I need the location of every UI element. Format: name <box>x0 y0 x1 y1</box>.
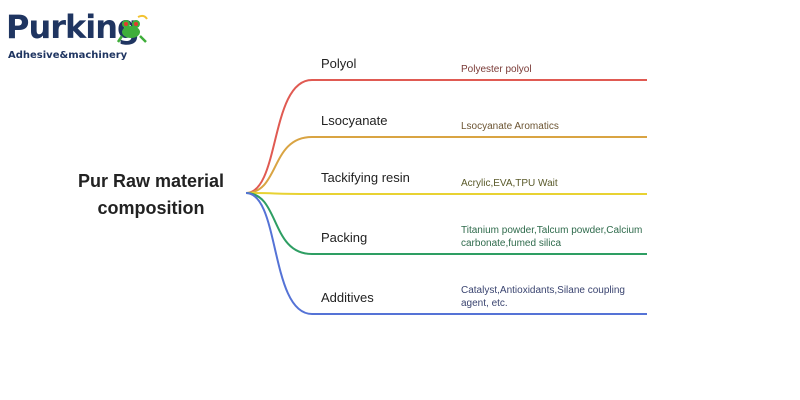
logo-tagline: Adhesive&machinery <box>8 50 128 61</box>
logo-wordmark: Purking <box>6 8 140 46</box>
root-node-label: Pur Raw material composition <box>77 171 225 218</box>
branch-label-3: Tackifying resin <box>321 170 410 185</box>
branch-detail-3: Acrylic,EVA,TPU Wait <box>461 178 558 189</box>
branch-label-2: Lsocyanate <box>321 113 388 128</box>
branch-label-5: Additives <box>321 290 374 305</box>
branch-label-1: Polyol <box>321 56 357 71</box>
branch-line-3 <box>245 192 647 195</box>
branch-detail-5: Catalyst,Antioxidants,Silane coupling ag… <box>461 285 625 309</box>
frog-icon <box>116 14 148 43</box>
branch-line-4 <box>245 192 647 255</box>
branch-detail-2: Lsocyanate Aromatics <box>461 121 559 132</box>
branch-line-1 <box>245 79 647 194</box>
branch-line-5 <box>245 192 647 315</box>
branch-detail-1: Polyester polyol <box>461 64 532 75</box>
branch-detail-4: Titanium powder,Talcum powder,Calcium ca… <box>461 225 643 249</box>
logo: Purking Adhesive&machinery <box>6 6 156 68</box>
branch-label-4: Packing <box>321 230 368 245</box>
branch-line-2 <box>245 136 647 194</box>
